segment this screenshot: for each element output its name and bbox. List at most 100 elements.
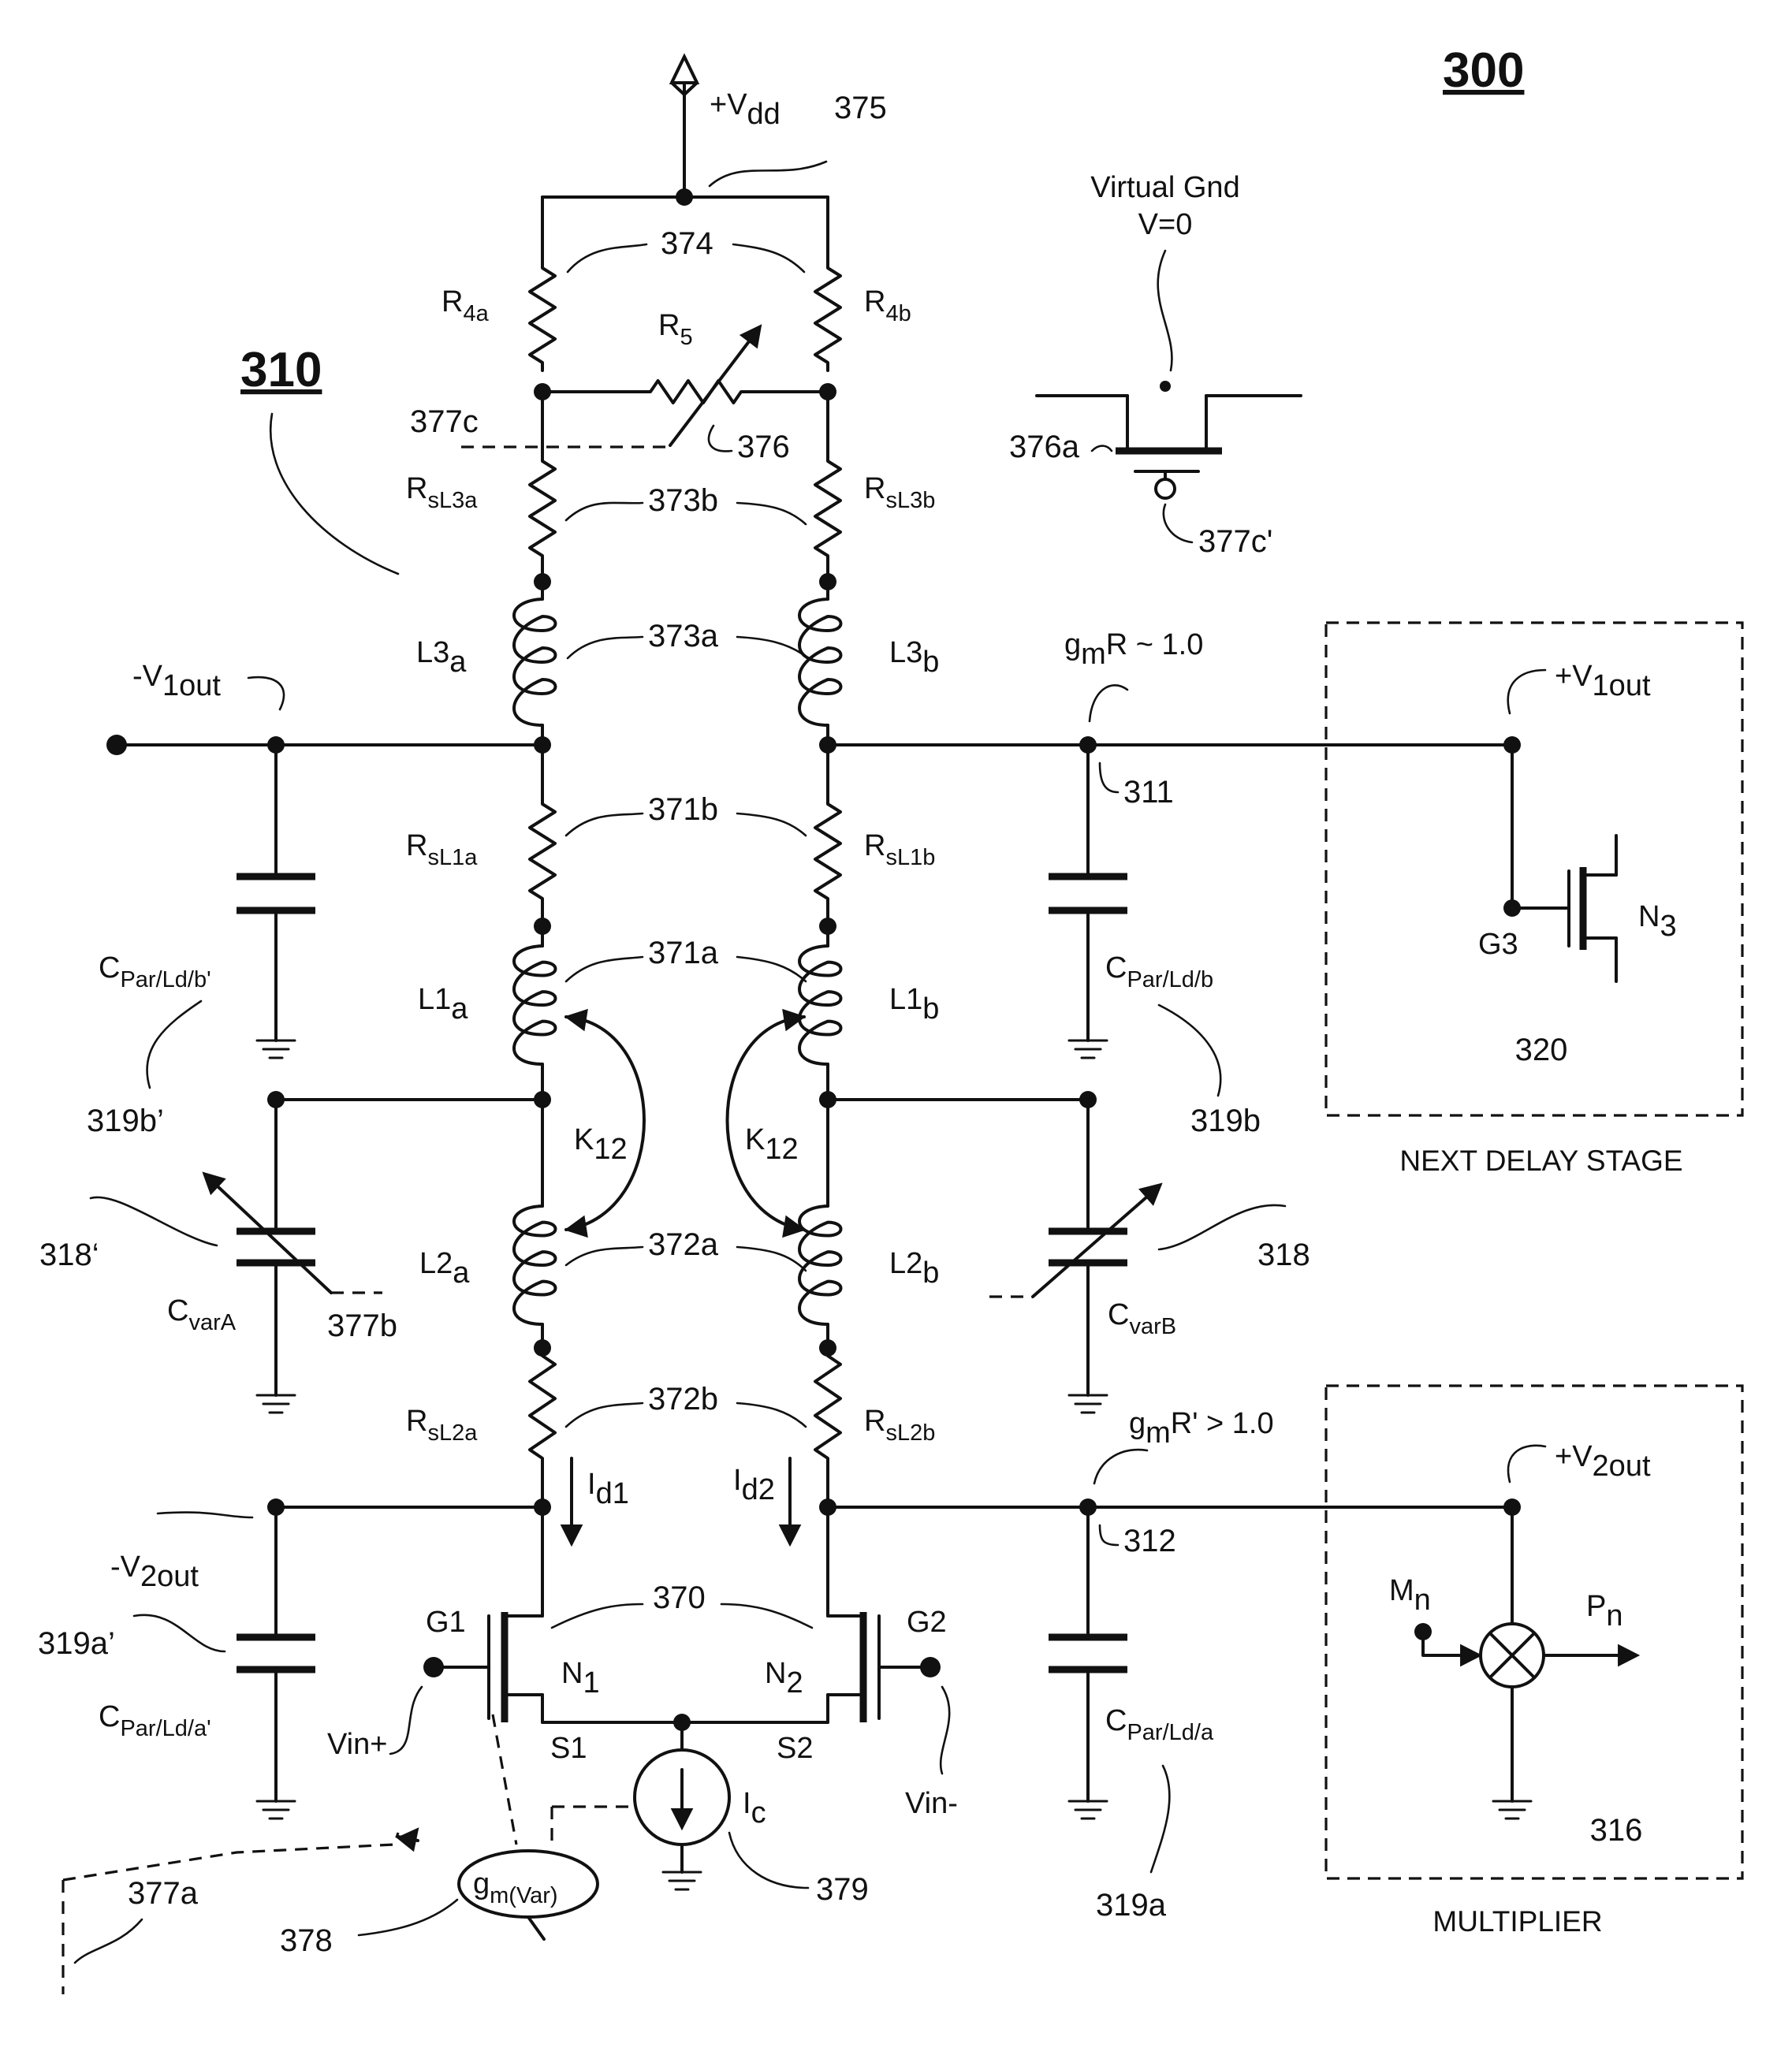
label-s2: S2 (777, 1732, 813, 1765)
leader-375 (708, 160, 828, 188)
label-v2out-pos-subscript: 2out (1593, 1450, 1651, 1483)
r5-arrow-head (739, 324, 762, 349)
k12-right-arc (725, 1015, 806, 1231)
label-v2out-neg: -V2out (110, 1551, 199, 1593)
leader-v1out-neg (247, 676, 285, 711)
label-l3b: L3b (889, 636, 939, 679)
label-cvara: CvarA (167, 1294, 237, 1335)
leader-319b-prime (146, 1000, 203, 1089)
ref-312: 312 (1123, 1524, 1176, 1558)
label-pn: Pn (1586, 1590, 1623, 1632)
label-mn: Mn (1389, 1574, 1431, 1617)
ref-311: 311 (1123, 775, 1174, 810)
label-ic-main: I (743, 1787, 751, 1820)
leader-372b-l (564, 1402, 644, 1428)
label-r4a-main: R (441, 285, 463, 318)
leader-373b-l (564, 501, 644, 522)
caption-next-delay-stage: NEXT DELAY STAGE (1399, 1145, 1682, 1177)
label-k12-left: K12 (574, 1123, 628, 1166)
label-cvara-main: C (167, 1294, 188, 1327)
block-number-310: 310 (240, 343, 322, 397)
label-gmr2-subscript: m (1146, 1417, 1171, 1450)
leader-378 (357, 1898, 459, 1937)
label-l2b-subscript: b (922, 1256, 939, 1290)
ref-319b-prime: 319b’ (87, 1104, 164, 1138)
label-id2-main: I (733, 1464, 742, 1497)
node-v2out-pos-input (1503, 1498, 1521, 1516)
label-rsl3a-main: R (406, 472, 427, 505)
label-v1out-neg-subscript: 1out (162, 669, 221, 702)
ref-377a: 377a (128, 1876, 199, 1911)
label-k12-left-main: K (574, 1123, 594, 1156)
cvara-variable-arrow (203, 1173, 333, 1294)
label-n2-subscript: 2 (786, 1666, 803, 1699)
label-cpar-b-prime-main: C (99, 951, 120, 985)
resistor-rsl1b (814, 795, 842, 908)
label-n2: N2 (765, 1657, 803, 1699)
label-v2out-pos-main: +V (1555, 1440, 1593, 1473)
label-l2b: L2b (889, 1247, 939, 1290)
resistor-r5 (641, 379, 751, 404)
label-s1: S1 (550, 1732, 587, 1765)
label-l1b-subscript: b (922, 992, 939, 1026)
label-vin-minus: Vin- (905, 1787, 958, 1820)
ic-arrow-head (670, 1808, 694, 1831)
leader-376a (1090, 445, 1113, 452)
ref-372a: 372a (648, 1227, 719, 1262)
ref-319a-prime: 319a’ (38, 1626, 115, 1661)
resistor-r4b (814, 259, 842, 372)
ref-370: 370 (653, 1580, 706, 1615)
k12-left-arrow-bottom (564, 1215, 588, 1238)
leader-v1out-pos (1507, 668, 1547, 715)
leader-373b-r (736, 501, 807, 526)
label-rsl1a: RsL1a (406, 829, 478, 870)
leader-372b-r (736, 1402, 807, 1428)
resistor-rsl1a (528, 795, 557, 908)
label-g1: G1 (426, 1606, 466, 1639)
caption-multiplier: MULTIPLIER (1432, 1905, 1602, 1938)
leader-vg (1157, 249, 1173, 372)
multiplier-box (1324, 1384, 1744, 1880)
k12-right-arrow-top (782, 1008, 807, 1032)
vg-control-terminal (1154, 478, 1176, 500)
leader-v2out-pos (1507, 1444, 1547, 1484)
label-gmr1: gmR ~ 1.0 (1064, 628, 1203, 671)
ref-371b: 371b (648, 792, 718, 827)
label-rsl3b-subscript: sL3b (885, 488, 935, 513)
leader-312 (1098, 1524, 1120, 1547)
mixer-x2 (1488, 1632, 1536, 1679)
ref-376: 376 (737, 430, 790, 464)
label-l3b-main: L3 (889, 636, 922, 669)
leader-v2out-neg (156, 1511, 254, 1519)
label-g3: G3 (1478, 928, 1518, 961)
label-k12-right: K12 (745, 1123, 799, 1166)
label-l2a-subscript: a (453, 1256, 470, 1290)
label-l1b-main: L1 (889, 983, 922, 1016)
label-rsl1b: RsL1b (864, 829, 935, 870)
inductor-l3b (798, 598, 843, 727)
leader-318 (1157, 1204, 1287, 1251)
label-cpar-b: CPar/Ld/b (1105, 951, 1213, 992)
label-cvarb-main: C (1108, 1298, 1129, 1331)
label-gmr2-main: g (1129, 1407, 1146, 1440)
vg-label-line1: Virtual Gnd (1090, 171, 1239, 204)
label-cpar-b-prime: CPar/Ld/b' (99, 951, 211, 992)
label-n1-main: N (561, 1657, 583, 1690)
label-rsl1a-subscript: sL1a (427, 845, 478, 870)
leader-370-l (550, 1603, 644, 1629)
leader-372a-l (564, 1245, 644, 1267)
label-cpar-a: CPar/Ld/a (1105, 1704, 1214, 1745)
label-n3: N3 (1638, 900, 1677, 943)
label-cvarb: CvarB (1108, 1298, 1176, 1339)
cvarb-variable-arrow (1031, 1185, 1161, 1298)
cvarb-arrow-head (1138, 1182, 1163, 1206)
label-gmr2-rest: R' > 1.0 (1171, 1407, 1274, 1440)
label-gm-var-main: g (473, 1867, 490, 1901)
leader-372a-r (736, 1245, 807, 1272)
label-gm-var-subscript: m(Var) (490, 1883, 557, 1908)
id2-arrow-head (778, 1524, 802, 1547)
label-n1: N1 (561, 1657, 600, 1699)
label-cpar-a-main: C (1105, 1704, 1127, 1737)
label-cpar-a-prime-subscript: Par/Ld/a' (120, 1716, 210, 1741)
